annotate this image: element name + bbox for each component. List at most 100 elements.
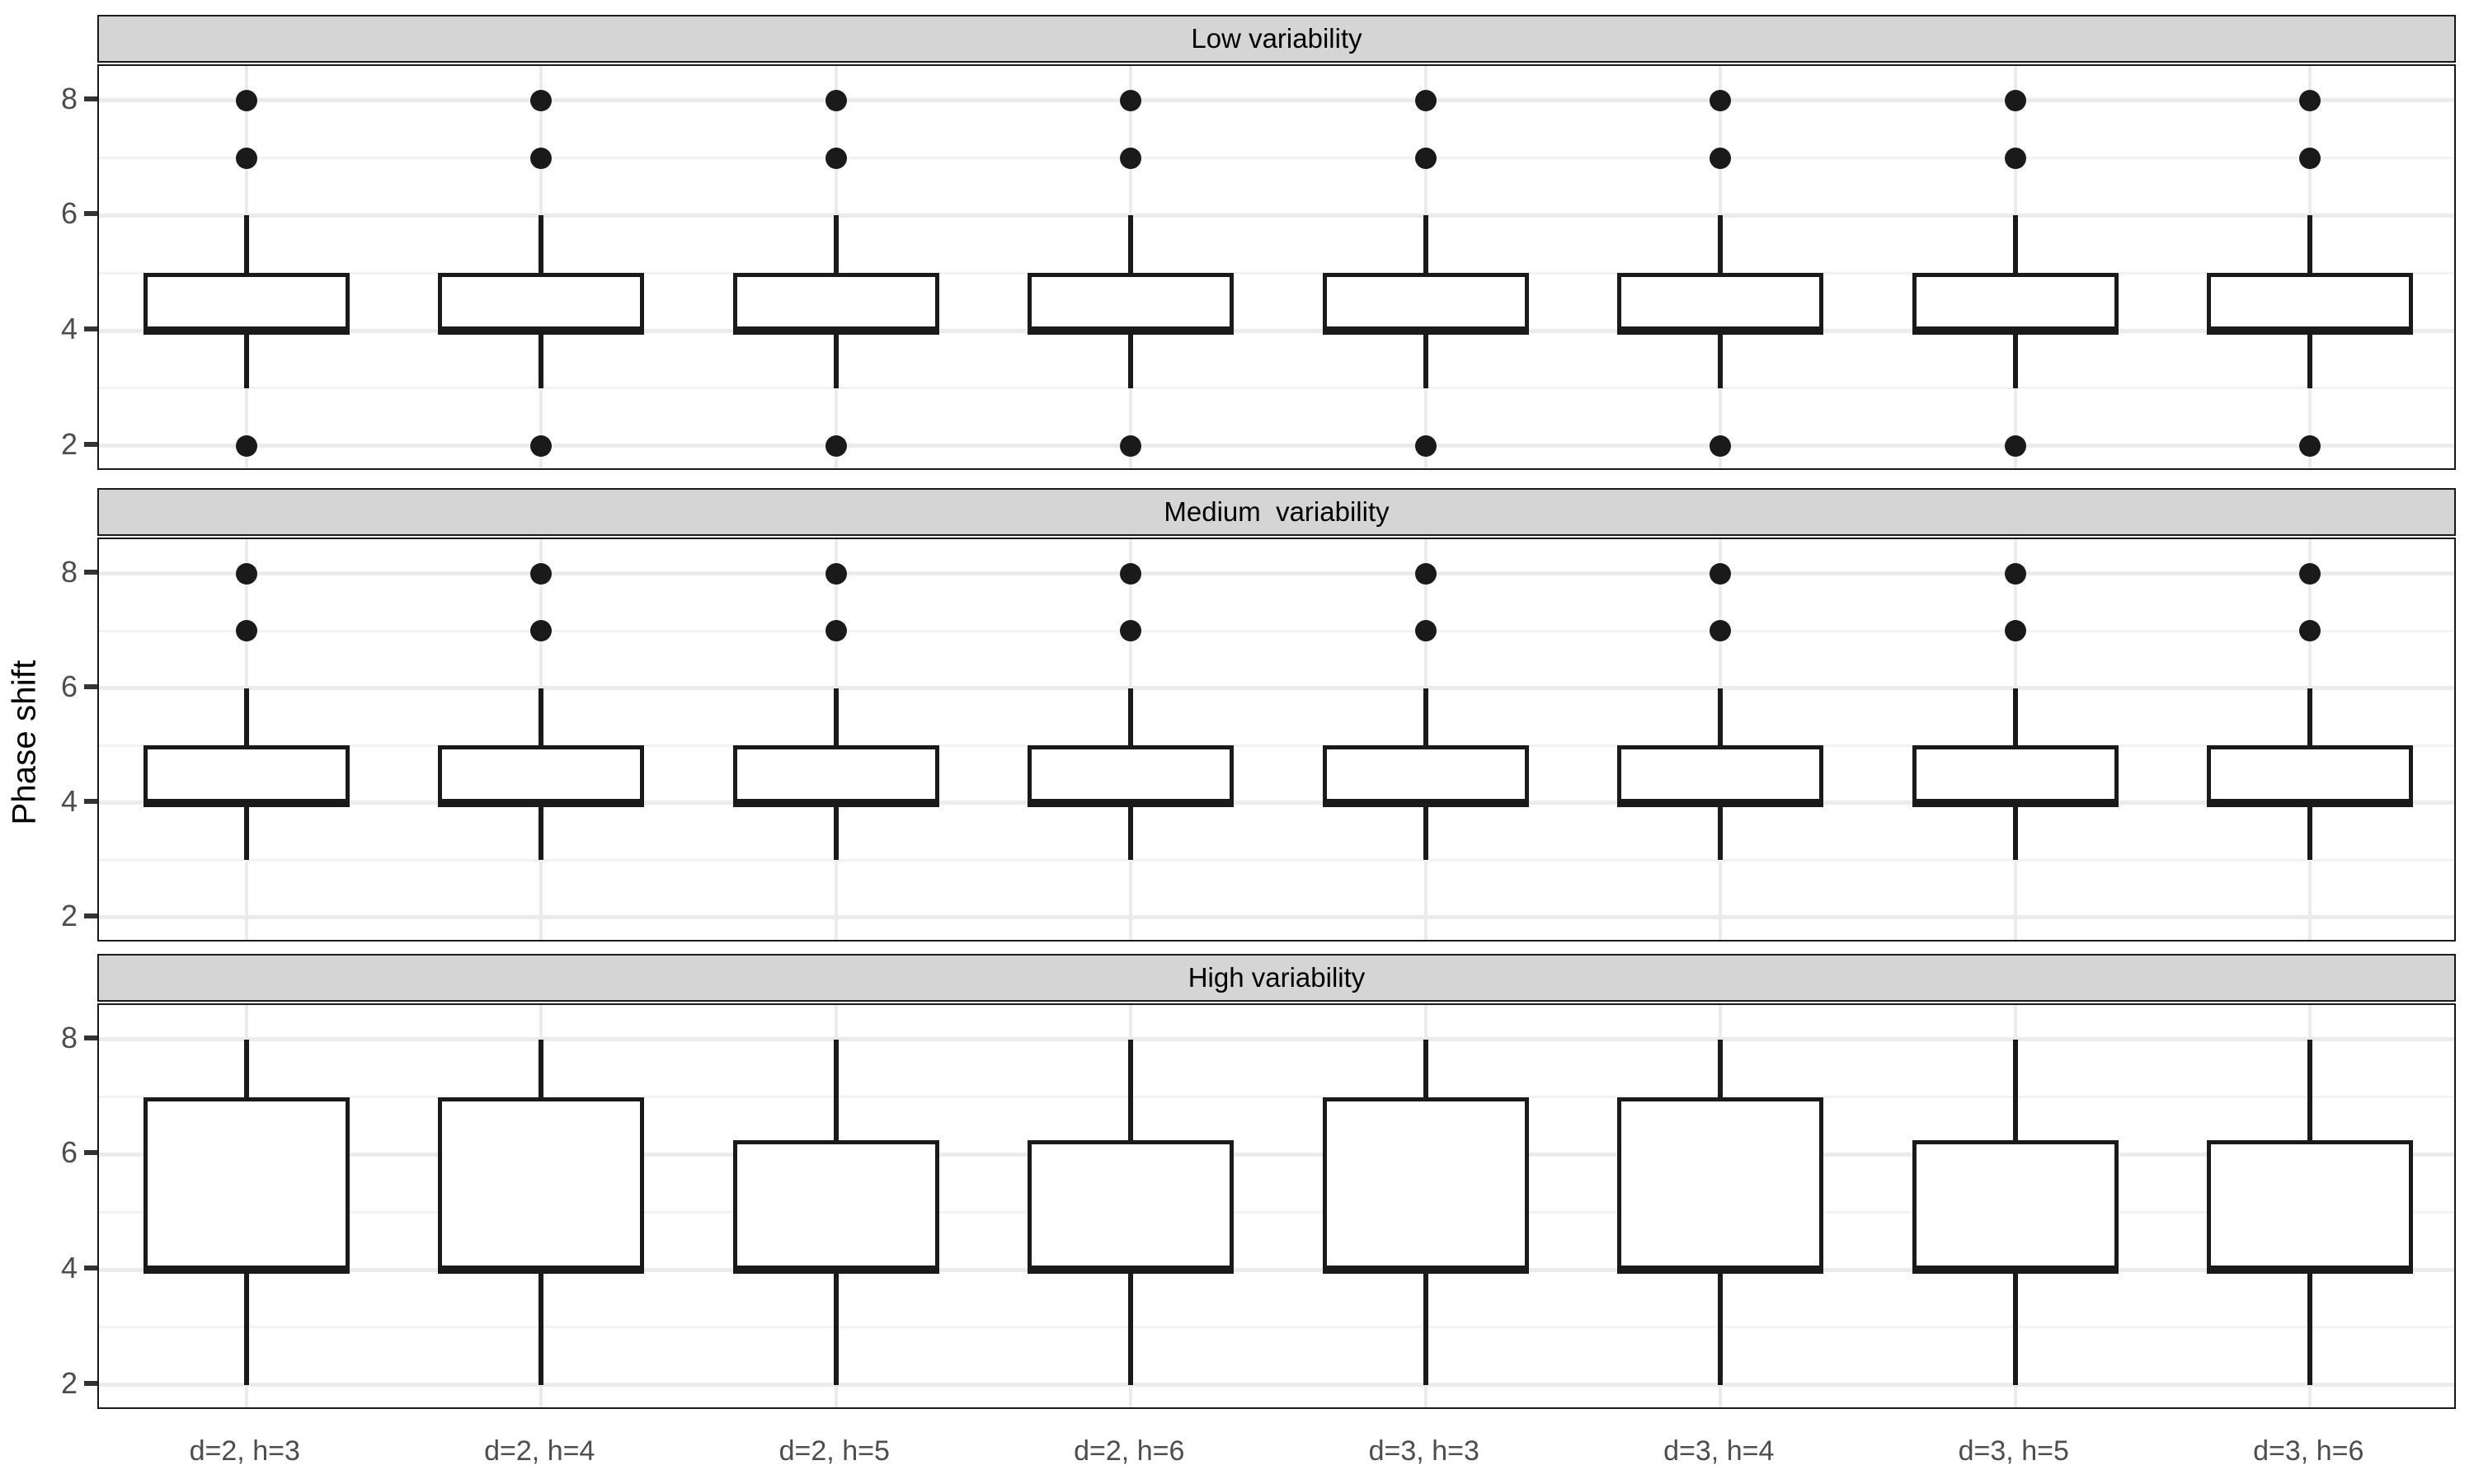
gridline-major	[99, 686, 2454, 691]
gridline-major	[99, 1383, 2454, 1388]
y-axis-tick-label: 8	[60, 81, 78, 115]
median-line	[1028, 1266, 1235, 1275]
outlier-point	[1120, 89, 1142, 111]
y-axis-tick-label: 2	[60, 1365, 78, 1400]
whisker-lower	[243, 1270, 249, 1385]
gridline-major	[99, 213, 2454, 218]
box	[1322, 745, 1529, 803]
outlier-point	[1414, 620, 1437, 642]
whisker-lower	[2307, 331, 2313, 388]
whisker-lower	[1423, 1270, 1428, 1385]
box	[1322, 273, 1529, 331]
y-axis-tick-label: 2	[60, 426, 78, 461]
x-axis-tick-label: d=3, h=5	[1958, 1435, 2069, 1467]
whisker-upper	[243, 215, 249, 274]
median-line	[438, 1266, 645, 1275]
outlier-point	[1710, 89, 1732, 111]
median-line	[438, 326, 645, 336]
y-axis-tick-label: 6	[60, 669, 78, 703]
whisker-lower	[2012, 331, 2018, 388]
whisker-upper	[2307, 1039, 2313, 1140]
whisker-lower	[1423, 802, 1428, 861]
outlier-point	[235, 434, 257, 457]
outlier-point	[2299, 434, 2321, 457]
whisker-upper	[2012, 688, 2018, 746]
facet-strip: High variability	[97, 954, 2456, 1002]
box	[1322, 1097, 1529, 1270]
y-axis-tick-label: 8	[60, 554, 78, 589]
gridline-major	[99, 1152, 2454, 1157]
median-line	[1617, 798, 1824, 807]
y-axis-tick	[84, 326, 97, 332]
gridline-major	[99, 571, 2454, 576]
x-axis-tick-label: d=3, h=4	[1663, 1435, 1775, 1467]
whisker-lower	[833, 1270, 839, 1385]
whisker-upper	[243, 1039, 249, 1097]
median-line	[732, 1266, 939, 1275]
whisker-upper	[2307, 688, 2313, 746]
median-line	[1322, 1266, 1529, 1275]
median-line	[1617, 326, 1824, 336]
outlier-point	[825, 147, 847, 169]
facet-strip-label: High variability	[1188, 962, 1366, 993]
whisker-upper	[833, 215, 839, 274]
whisker-upper	[1718, 215, 1724, 274]
whisker-lower	[243, 802, 249, 861]
outlier-point	[825, 434, 847, 457]
outlier-point	[1710, 562, 1732, 585]
gridline-major	[99, 98, 2454, 103]
box	[1912, 273, 2119, 331]
y-axis-tick-label: 2	[60, 898, 78, 932]
median-line	[1912, 1266, 2119, 1275]
median-line	[1322, 798, 1529, 807]
y-axis-tick	[84, 913, 97, 918]
whisker-lower	[243, 331, 249, 388]
whisker-upper	[1718, 688, 1724, 746]
outlier-point	[2299, 147, 2321, 169]
whisker-lower	[1128, 331, 1134, 388]
y-axis-tick-label: 4	[60, 1251, 78, 1285]
whisker-lower	[1718, 1270, 1724, 1385]
outlier-point	[1414, 434, 1437, 457]
facet-strip-label: Medium variability	[1164, 496, 1390, 527]
median-line	[1028, 326, 1235, 336]
y-axis-tick	[84, 211, 97, 217]
y-axis-tick	[84, 1150, 97, 1156]
whisker-upper	[2307, 215, 2313, 274]
whisker-lower	[539, 1270, 544, 1385]
whisker-upper	[2012, 215, 2018, 274]
y-axis-tick	[84, 441, 97, 447]
facet-strip-label: Low variability	[1191, 23, 1362, 54]
whisker-lower	[2012, 1270, 2018, 1385]
whisker-upper	[243, 688, 249, 746]
median-line	[1912, 798, 2119, 807]
whisker-upper	[539, 215, 544, 274]
whisker-lower	[2307, 1270, 2313, 1385]
outlier-point	[2004, 89, 2026, 111]
outlier-point	[530, 147, 553, 169]
whisker-upper	[539, 688, 544, 746]
outlier-point	[235, 620, 257, 642]
box	[1028, 745, 1235, 803]
whisker-upper	[1128, 215, 1134, 274]
y-axis-tick-label: 8	[60, 1020, 78, 1054]
x-axis-tick-label: d=2, h=6	[1074, 1435, 1185, 1467]
whisker-upper	[833, 688, 839, 746]
box	[143, 273, 350, 331]
y-axis-tick	[84, 569, 97, 575]
y-axis-tick-label: 4	[60, 312, 78, 346]
whisker-upper	[833, 1039, 839, 1140]
outlier-point	[530, 620, 553, 642]
outlier-point	[1120, 434, 1142, 457]
gridline-major	[99, 915, 2454, 920]
box	[143, 745, 350, 803]
outlier-point	[530, 89, 553, 111]
y-axis-tick	[84, 96, 97, 101]
plot-area	[97, 1003, 2456, 1409]
outlier-point	[2004, 562, 2026, 585]
y-axis-tick	[84, 798, 97, 804]
box	[438, 1097, 645, 1270]
gridline-major	[99, 801, 2454, 805]
